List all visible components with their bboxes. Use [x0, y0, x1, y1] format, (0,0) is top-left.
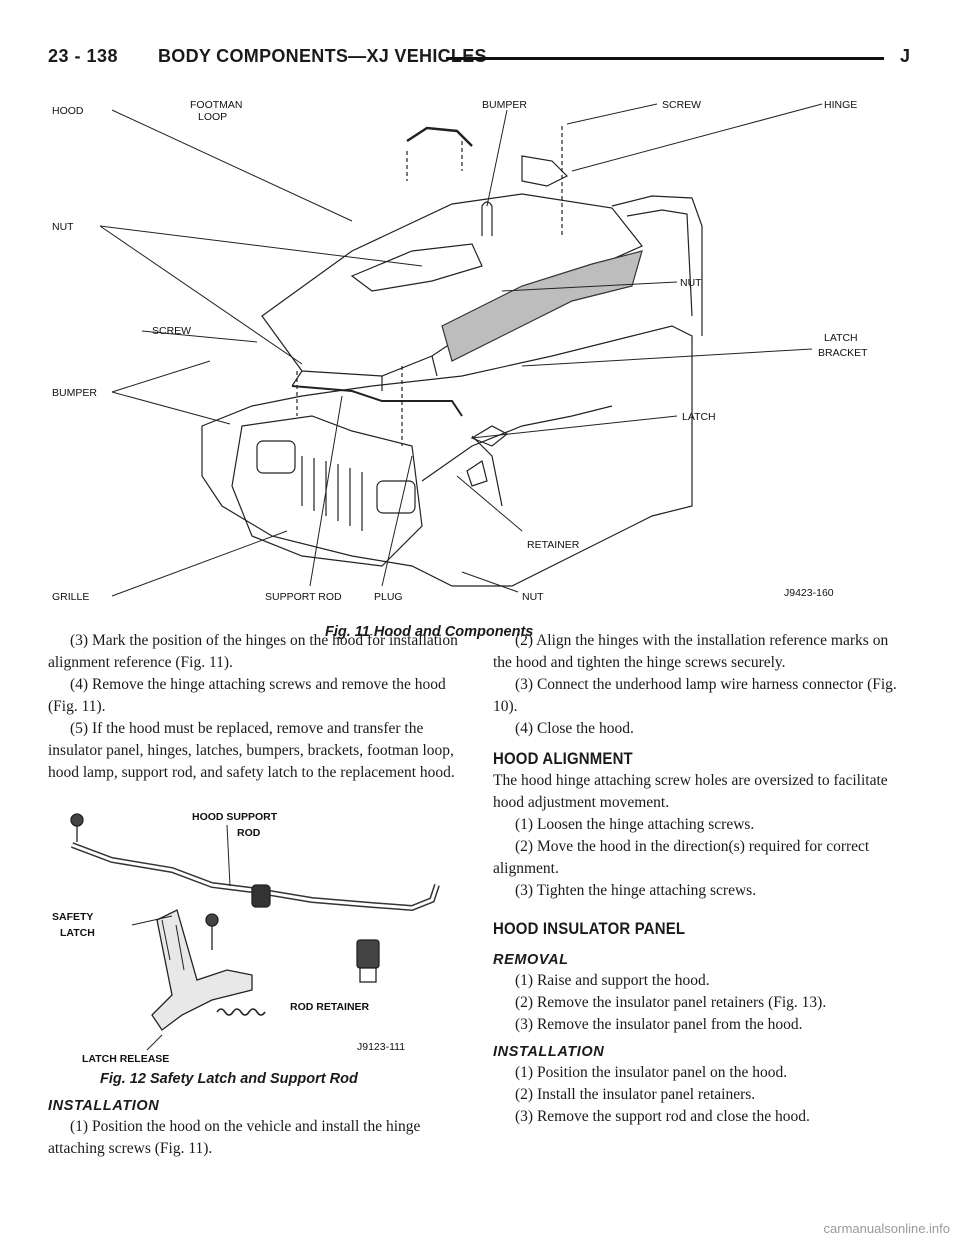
figure11-caption: Fig. 11 Hood and Components — [325, 624, 534, 640]
page-header: 23 - 138 BODY COMPONENTS—XJ VEHICLES J — [48, 46, 910, 74]
label-bumper-left: BUMPER — [52, 387, 97, 399]
installation-step-1: (1) Position the insulator panel on the … — [515, 1064, 788, 1081]
removal-heading: REMOVAL — [493, 952, 569, 968]
label-latch-release: LATCH RELEASE — [82, 1053, 169, 1065]
left-paragraph-2: (4) Remove the hinge attaching screws an… — [48, 676, 446, 715]
label-bumper-top: BUMPER — [482, 99, 527, 111]
alignment-step-1: (1) Loosen the hinge attaching screws. — [515, 816, 755, 833]
label-support-rod: SUPPORT ROD — [265, 591, 342, 603]
installation-heading-left: INSTALLATION — [48, 1098, 160, 1114]
label-nut-right: NUT — [680, 277, 702, 289]
label-nut-bottom: NUT — [522, 591, 544, 603]
label-hood-support-rod-2: ROD — [237, 827, 261, 839]
safety-latch-figure: HOOD SUPPORT ROD SAFETY LATCH ROD RETAIN… — [52, 811, 440, 1065]
alignment-intro: The hood hinge attaching screw holes are… — [493, 772, 888, 811]
left-paragraph-1: (3) Mark the position of the hinges on t… — [48, 632, 458, 671]
hood-insulator-heading: HOOD INSULATOR PANEL — [493, 919, 686, 938]
header-rule — [446, 57, 884, 60]
left-paragraph-4: (1) Position the hood on the vehicle and… — [48, 1118, 421, 1157]
figure11-code: J9423-160 — [784, 587, 834, 599]
figure12-labels: HOOD SUPPORT ROD SAFETY LATCH ROD RETAIN… — [52, 811, 405, 1065]
installation-step-2: (2) Install the insulator panel retainer… — [515, 1086, 756, 1103]
figure12-caption: Fig. 12 Safety Latch and Support Rod — [100, 1071, 358, 1087]
label-plug: PLUG — [374, 591, 403, 603]
page-number: 23 - 138 — [48, 46, 119, 66]
label-latch-bracket-1: LATCH — [824, 332, 858, 344]
label-rod-retainer: ROD RETAINER — [290, 1001, 370, 1013]
hood-alignment-heading: HOOD ALIGNMENT — [493, 749, 633, 768]
left-column-lower: INSTALLATION (1) Position the hood on th… — [48, 1096, 458, 1160]
label-grille: GRILLE — [52, 591, 89, 603]
figure12-drawing — [70, 813, 440, 1051]
right-paragraph-3: (4) Close the hood. — [515, 720, 634, 737]
figure12-code: J9123-111 — [357, 1041, 405, 1053]
label-footman-loop-2: LOOP — [198, 111, 227, 123]
label-safety-latch-2: LATCH — [60, 927, 95, 939]
installation-step-3: (3) Remove the support rod and close the… — [515, 1108, 810, 1125]
label-safety-latch-1: SAFETY — [52, 911, 93, 923]
label-screw-left: SCREW — [152, 325, 191, 337]
right-column: (2) Align the hinges with the installati… — [493, 630, 909, 1128]
label-footman-loop-1: FOOTMAN — [190, 99, 243, 111]
figure11-labels: HOOD FOOTMAN LOOP BUMPER SCREW HINGE NUT… — [52, 99, 868, 603]
installation-heading-right: INSTALLATION — [493, 1044, 605, 1060]
alignment-step-3: (3) Tighten the hinge attaching screws. — [515, 882, 757, 899]
left-column: (3) Mark the position of the hinges on t… — [48, 630, 458, 784]
right-paragraph-2: (3) Connect the underhood lamp wire harn… — [493, 676, 897, 715]
section-title: BODY COMPONENTS—XJ VEHICLES — [158, 46, 487, 66]
label-screw-top: SCREW — [662, 99, 701, 111]
label-latch-bracket-2: BRACKET — [818, 347, 868, 359]
right-paragraph-1: (2) Align the hinges with the installati… — [493, 632, 889, 671]
watermark[interactable]: carmanualsonline.info — [823, 1221, 950, 1236]
removal-step-1: (1) Raise and support the hood. — [515, 972, 710, 989]
label-nut-left: NUT — [52, 221, 74, 233]
left-paragraph-3: (5) If the hood must be replaced, remove… — [48, 720, 455, 781]
label-latch: LATCH — [682, 411, 716, 423]
label-hood: HOOD — [52, 105, 84, 117]
label-retainer: RETAINER — [527, 539, 580, 551]
removal-step-2: (2) Remove the insulator panel retainers… — [515, 994, 827, 1011]
label-hood-support-rod-1: HOOD SUPPORT — [192, 811, 278, 823]
alignment-step-2: (2) Move the hood in the direction(s) re… — [493, 838, 870, 877]
hood-components-figure: HOOD FOOTMAN LOOP BUMPER SCREW HINGE NUT… — [52, 99, 868, 603]
removal-step-3: (3) Remove the insulator panel from the … — [515, 1016, 803, 1033]
figure11-leaders — [99, 103, 823, 597]
label-hinge: HINGE — [824, 99, 857, 111]
figure11-drawing — [201, 126, 703, 587]
header-letter: J — [899, 46, 910, 66]
